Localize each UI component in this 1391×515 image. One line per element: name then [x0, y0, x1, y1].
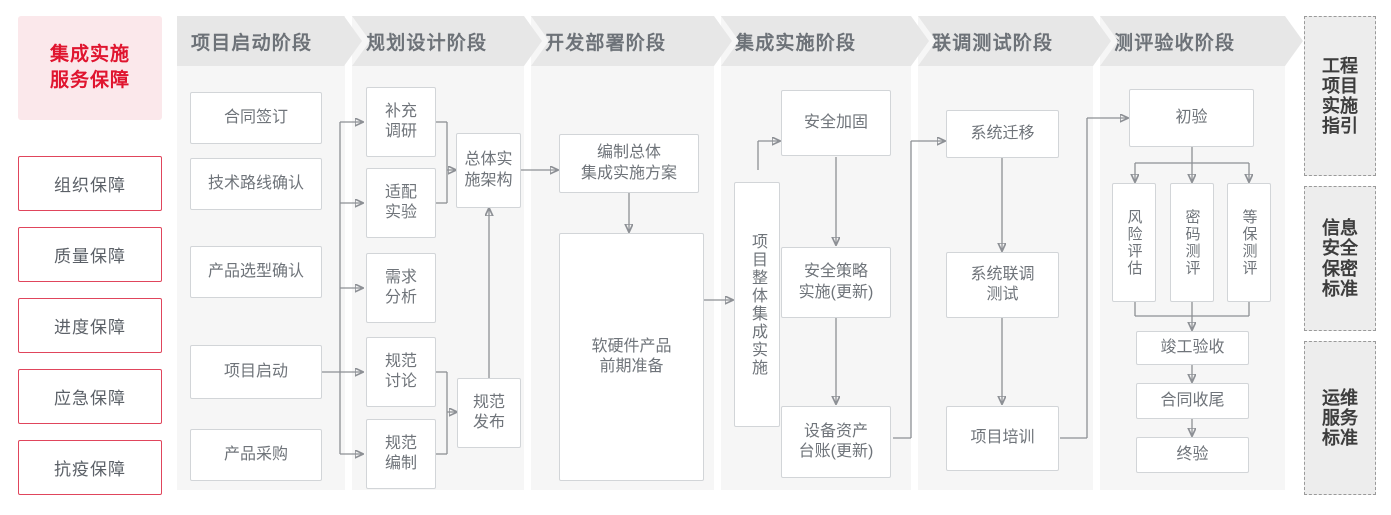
node-overall-implementation-architecture[interactable]: 总体实 施架构	[456, 133, 521, 208]
node-label: 规范 编制	[384, 434, 417, 472]
node-crypto-evaluation[interactable]: 密码测评	[1170, 183, 1214, 302]
phase-header-5-label: 联调测试阶段	[932, 32, 1054, 54]
node-label: 竣工验收	[1160, 338, 1225, 356]
phase-header-2-label: 规划设计阶段	[366, 32, 488, 54]
guarantee-item-emergency[interactable]: 应急保障	[18, 369, 162, 424]
node-label: 补充 调研	[384, 102, 417, 140]
node-label: 编制总体 集成实施方案	[580, 144, 677, 182]
phase-header-3-label: 开发部署阶段	[545, 32, 667, 54]
node-label: 规范 讨论	[384, 352, 417, 390]
node-mlps-evaluation[interactable]: 等保测评	[1227, 183, 1271, 302]
node-final-acceptance[interactable]: 终验	[1136, 437, 1249, 473]
node-label: 安全加固	[803, 113, 868, 131]
standard-om-service[interactable]: 运维服务标准	[1304, 341, 1376, 495]
node-project-kickoff[interactable]: 项目启动	[190, 345, 322, 399]
phase-header-3[interactable]: 开发部署阶段	[531, 16, 732, 66]
left-panel-title-label: 集成实施 服务保障	[49, 44, 130, 91]
node-spec-discussion[interactable]: 规范 讨论	[366, 337, 436, 407]
node-label: 产品选型确认	[207, 262, 304, 280]
standard-label: 信息安全保密标准	[1321, 218, 1358, 299]
standard-engineering-project-guide[interactable]: 工程项目实施指引	[1304, 16, 1376, 176]
phase-header-4[interactable]: 集成实施阶段	[721, 16, 929, 66]
node-label: 需求 分析	[384, 268, 417, 306]
node-product-selection-confirm[interactable]: 产品选型确认	[190, 246, 322, 298]
node-contract-closeout[interactable]: 合同收尾	[1136, 383, 1249, 419]
node-label: 安全策略 实施(更新)	[798, 263, 874, 301]
node-label: 技术路线确认	[207, 174, 304, 192]
phase-header-6-label: 测评验收阶段	[1114, 32, 1236, 54]
node-label: 项目整体集成实施	[749, 232, 766, 377]
node-label: 终验	[1176, 445, 1209, 463]
node-label: 合同收尾	[1160, 391, 1225, 409]
node-label: 产品采购	[223, 445, 288, 463]
phase-header-5[interactable]: 联调测试阶段	[918, 16, 1111, 66]
node-device-asset-ledger[interactable]: 设备资产 台账(更新)	[781, 406, 891, 478]
node-spec-drafting[interactable]: 规范 编制	[366, 419, 436, 489]
phase-header-1-label: 项目启动阶段	[191, 32, 313, 54]
guarantee-item-schedule[interactable]: 进度保障	[18, 298, 162, 353]
node-overall-project-integration[interactable]: 项目整体集成实施	[734, 182, 780, 427]
node-compile-overall-integration-plan[interactable]: 编制总体 集成实施方案	[559, 134, 699, 193]
node-label: 项目启动	[223, 362, 288, 380]
node-label: 适配 实验	[384, 183, 417, 221]
phase-header-4-label: 集成实施阶段	[735, 32, 857, 54]
node-project-training[interactable]: 项目培训	[946, 406, 1059, 471]
phase-header-6[interactable]: 测评验收阶段	[1100, 16, 1303, 66]
left-panel-title: 集成实施 服务保障	[18, 16, 162, 120]
node-label: 等保测评	[1240, 208, 1258, 277]
node-requirement-analysis[interactable]: 需求 分析	[366, 253, 436, 323]
guarantee-item-label: 进度保障	[54, 318, 126, 337]
node-product-procurement[interactable]: 产品采购	[190, 429, 322, 481]
node-system-joint-test[interactable]: 系统联调 测试	[946, 252, 1059, 318]
node-system-migration[interactable]: 系统迁移	[946, 110, 1059, 158]
node-label: 密码测评	[1183, 208, 1201, 277]
node-label: 软硬件产品 前期准备	[591, 337, 672, 375]
node-label: 项目培训	[970, 429, 1035, 447]
node-label: 系统联调 测试	[970, 265, 1035, 303]
node-preliminary-acceptance[interactable]: 初验	[1129, 89, 1254, 147]
node-label: 总体实 施架构	[464, 151, 513, 189]
phase-header-2[interactable]: 规划设计阶段	[352, 16, 542, 66]
guarantee-item-label: 应急保障	[54, 389, 126, 408]
node-supplementary-research[interactable]: 补充 调研	[366, 87, 436, 157]
node-adaptation-experiment[interactable]: 适配 实验	[366, 168, 436, 238]
node-contract-signing[interactable]: 合同签订	[190, 92, 322, 144]
guarantee-item-organization[interactable]: 组织保障	[18, 156, 162, 211]
node-hw-sw-preparation[interactable]: 软硬件产品 前期准备	[559, 233, 704, 481]
node-label: 规范 发布	[472, 393, 505, 431]
standard-infosec-confidentiality[interactable]: 信息安全保密标准	[1304, 186, 1376, 331]
node-label: 合同签订	[223, 108, 288, 126]
node-label: 初验	[1175, 108, 1208, 126]
node-security-hardening[interactable]: 安全加固	[781, 90, 891, 156]
standard-label: 运维服务标准	[1321, 387, 1358, 449]
guarantee-item-label: 抗疫保障	[54, 460, 126, 479]
phase-header-1[interactable]: 项目启动阶段	[177, 16, 362, 66]
node-tech-route-confirm[interactable]: 技术路线确认	[190, 158, 322, 210]
node-completion-acceptance[interactable]: 竣工验收	[1136, 331, 1249, 365]
guarantee-item-label: 组织保障	[54, 176, 126, 195]
node-security-policy-implementation[interactable]: 安全策略 实施(更新)	[781, 247, 891, 318]
guarantee-item-label: 质量保障	[54, 247, 126, 266]
node-label: 风险评估	[1125, 208, 1143, 277]
guarantee-item-epidemic[interactable]: 抗疫保障	[18, 440, 162, 495]
node-risk-assessment[interactable]: 风险评估	[1112, 183, 1156, 302]
standard-label: 工程项目实施指引	[1321, 55, 1358, 137]
guarantee-item-quality[interactable]: 质量保障	[18, 227, 162, 282]
node-label: 系统迁移	[970, 124, 1035, 142]
node-label: 设备资产 台账(更新)	[798, 422, 874, 460]
node-spec-release[interactable]: 规范 发布	[457, 378, 521, 448]
